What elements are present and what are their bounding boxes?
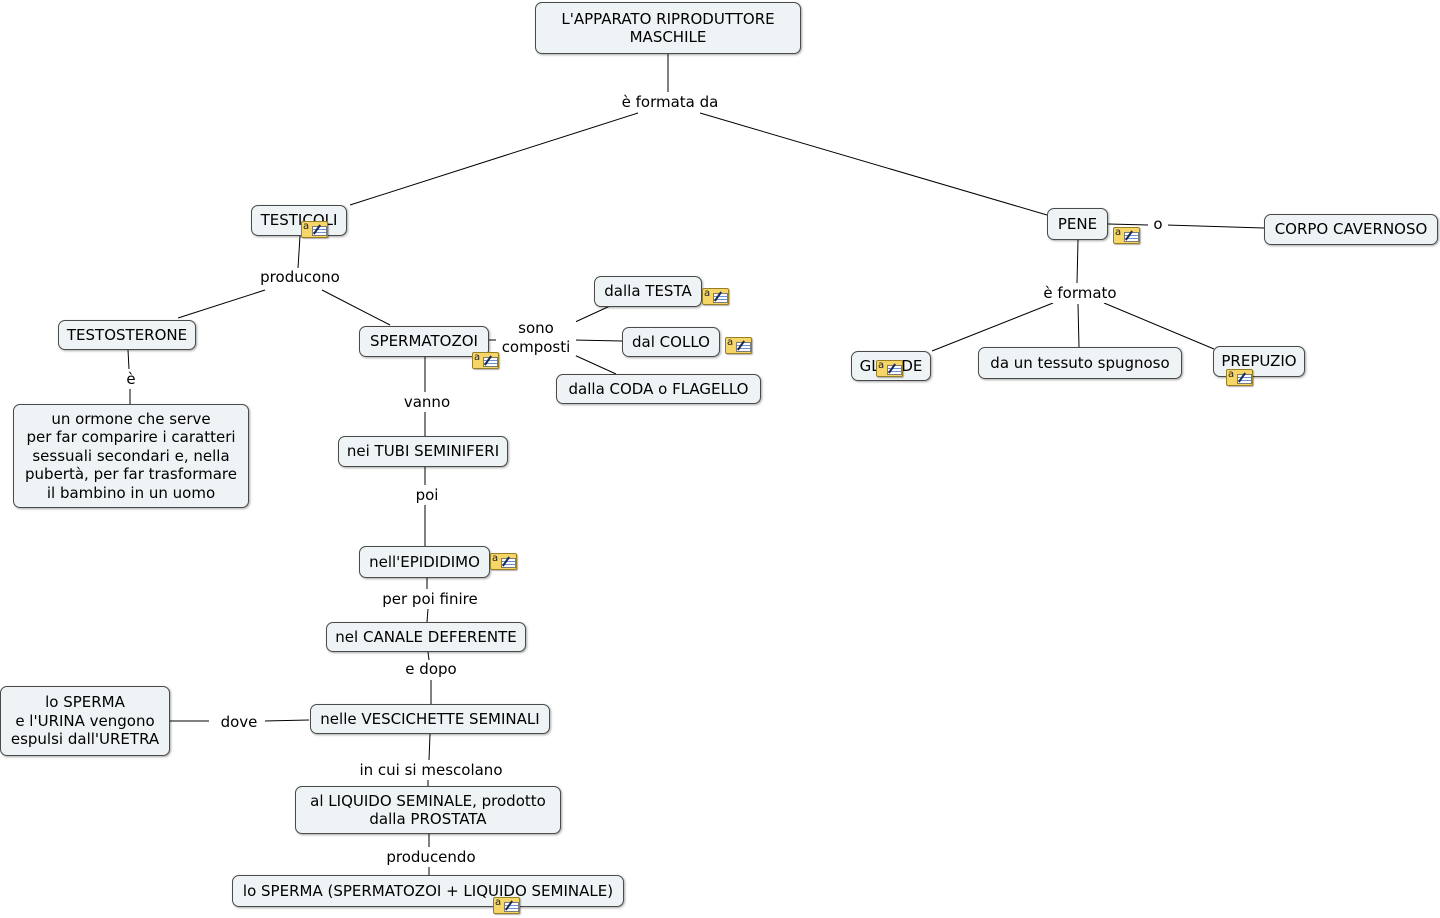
node-dalla-testa[interactable]: dalla TESTA xyxy=(594,276,702,307)
node-sperma-finale[interactable]: lo SPERMA (SPERMATOZOI + LIQUIDO SEMINAL… xyxy=(232,875,624,907)
node-testosterone[interactable]: TESTOSTERONE xyxy=(58,320,196,350)
note-attachment-icon[interactable]: a xyxy=(1226,369,1253,386)
node-testicoli[interactable]: TESTICOLI xyxy=(251,205,347,236)
link-sono-composti: sono composti xyxy=(496,319,576,356)
node-pene[interactable]: PENE xyxy=(1047,208,1108,240)
link-in-cui-si-mescolano: in cui si mescolano xyxy=(349,761,513,780)
link-e: è xyxy=(119,370,143,389)
note-attachment-icon[interactable]: a xyxy=(876,360,903,377)
node-liquido-seminale[interactable]: al LIQUIDO SEMINALE, prodotto dalla PROS… xyxy=(295,786,561,834)
note-attachment-icon[interactable]: a xyxy=(702,288,729,305)
node-corpo-cavernoso[interactable]: CORPO CAVERNOSO xyxy=(1264,214,1438,245)
node-dalla-coda[interactable]: dalla CODA o FLAGELLO xyxy=(556,374,761,404)
node-ormone-description[interactable]: un ormone che serve per far comparire i … xyxy=(13,404,249,508)
link-formata-da: è formata da xyxy=(615,93,725,112)
link-producendo: producendo xyxy=(378,848,484,867)
link-dove: dove xyxy=(213,713,265,732)
node-vescichette-seminali[interactable]: nelle VESCICHETTE SEMINALI xyxy=(310,704,550,734)
node-epididimo[interactable]: nell'EPIDIDIMO xyxy=(359,546,490,578)
node-tessuto-spugnoso[interactable]: da un tessuto spugnoso xyxy=(978,347,1182,379)
link-e-dopo: e dopo xyxy=(398,660,464,679)
note-attachment-icon[interactable]: a xyxy=(725,337,752,354)
note-attachment-icon[interactable]: a xyxy=(490,553,517,570)
node-tubi-seminiferi[interactable]: nei TUBI SEMINIFERI xyxy=(338,436,508,467)
note-attachment-icon[interactable]: a xyxy=(301,221,328,238)
note-attachment-icon[interactable]: a xyxy=(472,352,499,369)
link-vanno: vanno xyxy=(397,393,457,412)
link-e-formato: è formato xyxy=(1034,284,1126,303)
link-o: o xyxy=(1148,215,1168,234)
link-per-poi-finire: per poi finire xyxy=(372,590,488,609)
node-canale-deferente[interactable]: nel CANALE DEFERENTE xyxy=(326,622,526,652)
title-node[interactable]: L'APPARATO RIPRODUTTORE MASCHILE xyxy=(535,2,801,54)
node-sperma-espulsi[interactable]: lo SPERMA e l'URINA vengono espulsi dall… xyxy=(0,686,170,756)
note-attachment-icon[interactable]: a xyxy=(1113,227,1140,244)
note-attachment-icon[interactable]: a xyxy=(493,897,520,914)
link-poi: poi xyxy=(410,486,444,505)
node-spermatozoi[interactable]: SPERMATOZOI xyxy=(359,326,489,357)
link-producono: producono xyxy=(252,268,348,287)
node-dal-collo[interactable]: dal COLLO xyxy=(622,327,720,357)
